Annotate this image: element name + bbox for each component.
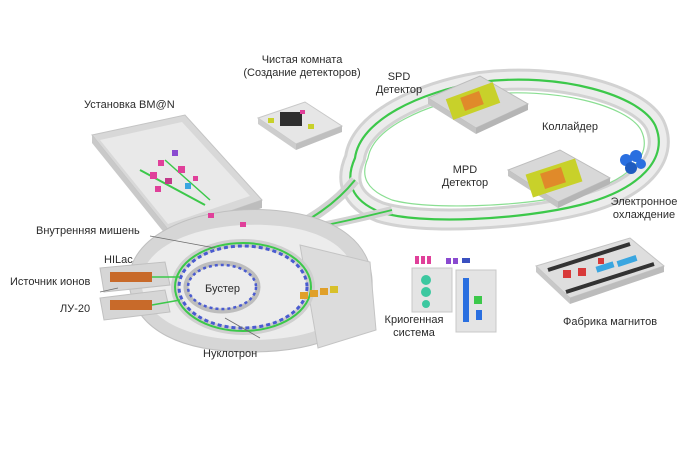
label-booster: Бустер xyxy=(205,283,241,295)
label-collider: Коллайдер xyxy=(542,121,599,133)
hilac-unit xyxy=(110,272,152,282)
label-electron-cooling-line1: Электронное xyxy=(610,196,678,208)
nuclotron-hall xyxy=(128,209,377,353)
lu20-unit xyxy=(110,300,152,310)
label-magnet-factory: Фабрика магнитов xyxy=(563,316,658,328)
label-clean-room-line2: (Создание детекторов) xyxy=(243,67,361,79)
spd-detector xyxy=(426,75,530,134)
cryogenic-system xyxy=(411,256,497,333)
label-lu20: ЛУ-20 xyxy=(60,303,91,315)
label-electron-cooling-line2: охлаждение xyxy=(612,209,676,221)
label-cryo-line1: Криогенная xyxy=(384,314,444,326)
leader-lines xyxy=(99,235,261,339)
clean-room xyxy=(256,101,344,150)
label-mpd-line1: MPD xyxy=(452,164,478,176)
bmn-magnet xyxy=(150,172,157,179)
label-spd: SPD Детектор xyxy=(368,71,430,97)
magnet-factory xyxy=(535,237,666,304)
label-mpd-line2: Детектор xyxy=(441,177,489,189)
mpd-detector xyxy=(506,149,612,208)
label-clean-room: Чистая комната (Создание детекторов) xyxy=(232,54,372,80)
label-internal-target: Внутренняя мишень xyxy=(36,225,140,237)
label-cryo: Криогенная система xyxy=(376,314,452,340)
linac-block xyxy=(99,261,181,321)
label-mpd: MPD Детектор xyxy=(434,164,496,190)
label-cryo-line2: система xyxy=(393,327,435,339)
nuclotron-magnets xyxy=(177,244,309,330)
electron-cooling xyxy=(620,150,646,174)
label-hilac: HILac xyxy=(104,254,133,266)
label-spd-line1: SPD xyxy=(387,71,411,83)
label-ion-source: Источник ионов xyxy=(10,276,91,288)
label-clean-room-line1: Чистая комната xyxy=(261,54,343,66)
booster-magnets xyxy=(186,263,258,311)
label-nuclotron: Нуклотрон xyxy=(203,348,258,360)
label-electron-cooling: Электронное охлаждение xyxy=(604,196,684,222)
label-spd-line2: Детектор xyxy=(375,84,423,96)
label-bmn: Установка BM@N xyxy=(84,99,175,111)
